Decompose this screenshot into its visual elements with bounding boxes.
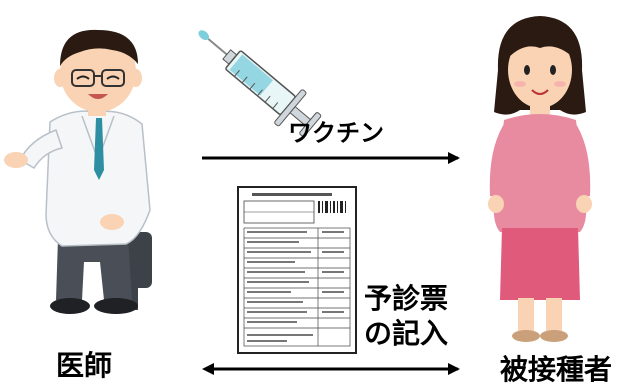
syringe-icon [198,30,322,137]
vaccine-label: ワクチン [288,119,384,147]
questionnaire-arrow-left-head [202,363,214,375]
doctor-label: 医師 [56,349,113,382]
questionnaire-label-line1: 予診票 [364,282,449,315]
woman-illustration-icon [488,16,592,342]
recipient-label: 被接種者 [500,353,613,386]
doctor-illustration-icon [4,29,152,314]
questionnaire-form-icon [237,186,357,354]
questionnaire-label-line2: の記入 [364,317,449,350]
